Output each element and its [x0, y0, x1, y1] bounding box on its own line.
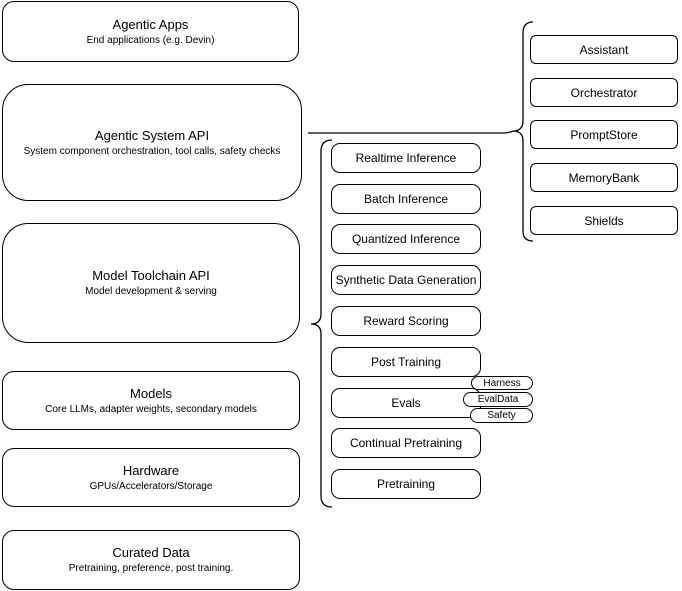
component-assistant: Assistant — [530, 35, 678, 64]
models-node: Models Core LLMs, adapter weights, secon… — [2, 371, 300, 430]
toolchain-item-reward-scoring: Reward Scoring — [331, 306, 481, 336]
toolchain-item-quantized-inference: Quantized Inference — [331, 224, 481, 254]
component-label: Assistant — [579, 42, 629, 57]
evals-pill-evaldata: EvalData — [463, 392, 533, 407]
agentic-system-api-node: Agentic System API System component orch… — [2, 84, 302, 201]
node-title: Agentic System API — [94, 127, 210, 143]
node-subtitle: GPUs/Accelerators/Storage — [89, 480, 213, 492]
toolchain-item-label: Reward Scoring — [363, 314, 449, 328]
component-label: PromptStore — [570, 127, 638, 142]
node-title: Hardware — [122, 462, 180, 478]
component-label: MemoryBank — [568, 170, 640, 185]
toolchain-item-realtime-inference: Realtime Inference — [331, 143, 481, 173]
model-toolchain-api-node: Model Toolchain API Model development & … — [2, 223, 300, 343]
component-promptstore: PromptStore — [530, 120, 678, 149]
toolchain-item-label: Batch Inference — [363, 192, 449, 206]
toolchain-item-batch-inference: Batch Inference — [331, 184, 481, 214]
toolchain-item-label: Quantized Inference — [351, 232, 461, 246]
node-subtitle: Core LLMs, adapter weights, secondary mo… — [45, 403, 257, 415]
component-label: Shields — [584, 213, 624, 228]
toolchain-item-label: Evals — [391, 396, 421, 410]
toolchain-item-label: Realtime Inference — [355, 151, 457, 165]
node-subtitle: End applications (e.g. Devin) — [86, 34, 215, 46]
node-subtitle: Model development & serving — [85, 286, 217, 297]
evals-pill-harness: Harness — [471, 376, 533, 390]
api-to-components-line — [308, 130, 514, 134]
node-subtitle: System component orchestration, tool cal… — [23, 145, 281, 157]
curated-data-node: Curated Data Pretraining, preference, po… — [2, 530, 300, 590]
node-title: Agentic Apps — [112, 16, 189, 32]
evals-pill-safety: Safety — [470, 408, 533, 423]
toolchain-item-label: Post Training — [370, 355, 442, 369]
toolchain-item-label: Continual Pretraining — [349, 436, 463, 450]
component-shields: Shields — [530, 206, 678, 235]
toolchain-item-label: Pretraining — [376, 477, 436, 491]
toolchain-item-post-training: Post Training — [331, 347, 481, 377]
toolchain-item-synthetic-data-generation: Synthetic Data Generation — [331, 265, 481, 295]
node-title: Curated Data — [112, 545, 190, 560]
toolchain-item-pretraining: Pretraining — [331, 469, 481, 499]
node-title: Model Toolchain API — [92, 268, 210, 283]
toolchain-brace — [310, 139, 333, 508]
toolchain-item-evals: Evals — [331, 388, 481, 418]
node-title: Models — [130, 385, 172, 401]
component-orchestrator: Orchestrator — [530, 78, 678, 107]
hardware-node: Hardware GPUs/Accelerators/Storage — [2, 448, 300, 507]
toolchain-item-label: Synthetic Data Generation — [335, 273, 477, 287]
toolchain-item-continual-pretraining: Continual Pretraining — [331, 428, 481, 458]
component-memorybank: MemoryBank — [530, 163, 678, 192]
node-subtitle: Pretraining, preference, post training. — [68, 563, 234, 574]
agentic-apps-node: Agentic Apps End applications (e.g. Devi… — [2, 1, 299, 62]
component-label: Orchestrator — [570, 85, 638, 100]
